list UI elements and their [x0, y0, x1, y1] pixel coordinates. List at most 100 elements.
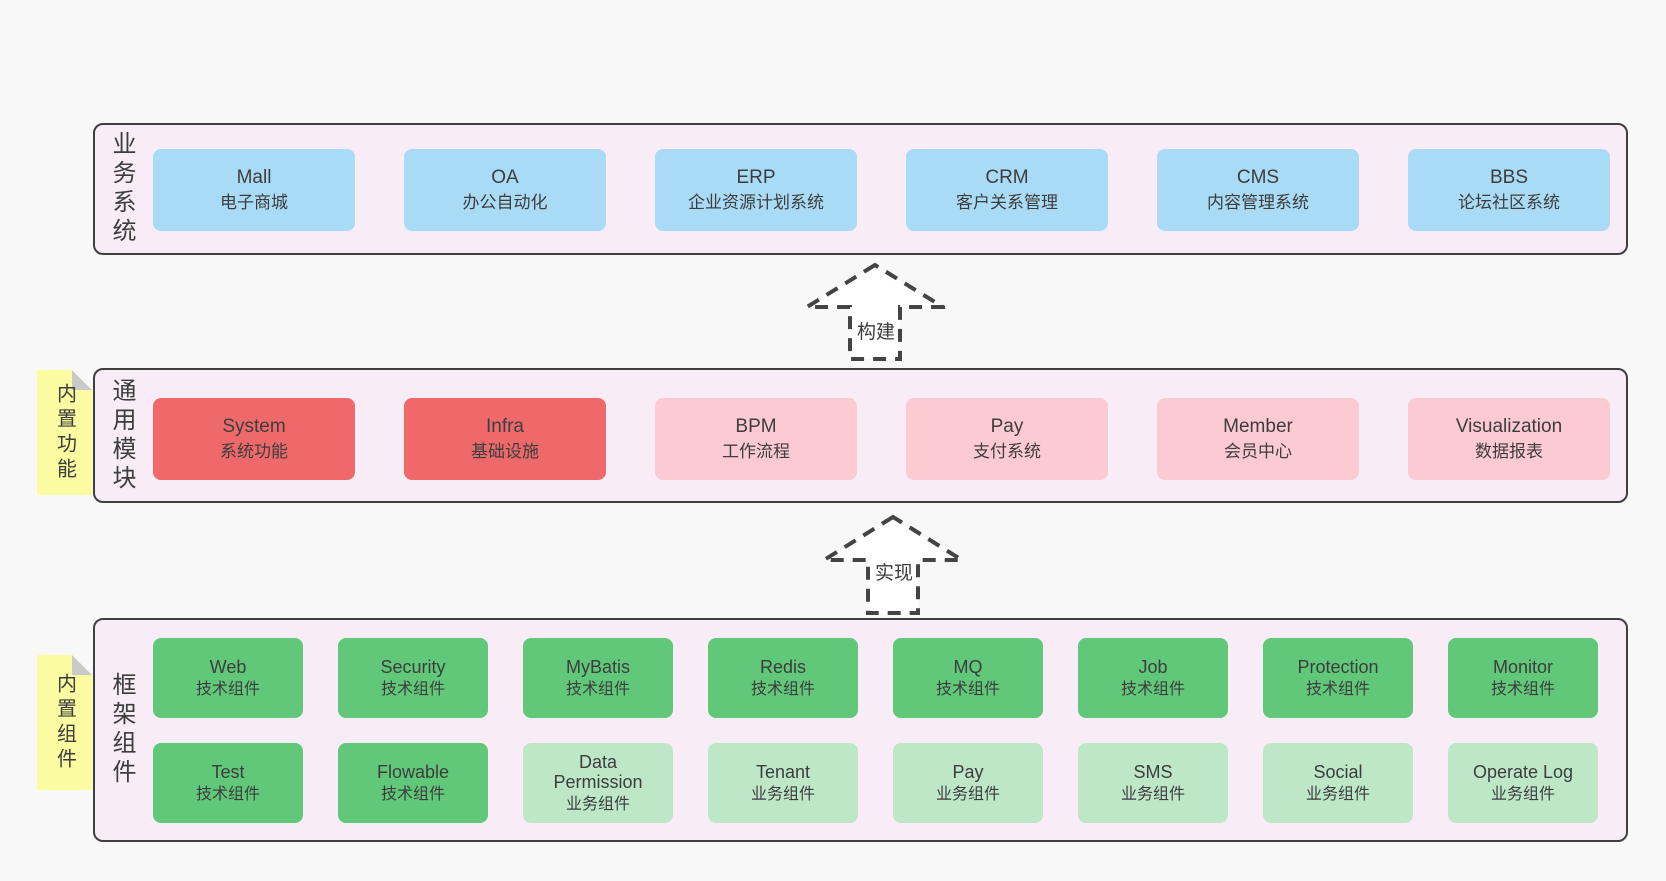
box-title: ERP — [736, 167, 776, 189]
box-redis: Redis 技术组件 — [708, 638, 858, 718]
panel-business-label: 业务系统 — [108, 131, 135, 247]
box-test: Test 技术组件 — [153, 743, 303, 823]
box-title: Test — [211, 761, 245, 782]
box-subtitle: 业务组件 — [565, 795, 630, 813]
framework-box-row-1: Web 技术组件 Security 技术组件 MyBatis 技术组件 Redi… — [153, 638, 1598, 718]
box-title: MQ — [953, 656, 983, 677]
box-security: Security 技术组件 — [338, 638, 488, 718]
box-subtitle: 技术组件 — [1490, 680, 1555, 698]
box-subtitle: 基础设施 — [471, 442, 539, 462]
sticky-tag-built-in-components: 内置组件 — [37, 655, 92, 790]
box-subtitle: 业务组件 — [935, 785, 1000, 803]
box-tenant: Tenant 业务组件 — [708, 743, 858, 823]
box-system: System 系统功能 — [153, 398, 355, 480]
box-title: Visualization — [1455, 416, 1563, 438]
sticky-tag-text: 内置功能 — [53, 382, 76, 483]
box-mq: MQ 技术组件 — [893, 638, 1043, 718]
box-subtitle: 办公自动化 — [462, 193, 548, 213]
box-title: Infra — [485, 416, 525, 438]
box-subtitle: 业务组件 — [1305, 785, 1370, 803]
box-subtitle: 支付系统 — [973, 442, 1041, 462]
box-title: Web — [209, 656, 247, 677]
box-sms: SMS 业务组件 — [1078, 743, 1228, 823]
box-subtitle: 论坛社区系统 — [1458, 193, 1560, 213]
box-subtitle: 技术组件 — [195, 680, 260, 698]
box-title: Tenant — [755, 761, 811, 782]
box-operate-log: Operate Log 业务组件 — [1448, 743, 1598, 823]
business-box-row: Mall 电子商城 OA 办公自动化 ERP 企业资源计划系统 CRM 客户关系… — [153, 149, 1610, 231]
box-crm: CRM 客户关系管理 — [906, 149, 1108, 231]
box-subtitle: 业务组件 — [1490, 785, 1555, 803]
box-title: OA — [491, 167, 519, 189]
box-title: Protection — [1297, 656, 1379, 677]
box-title: Monitor — [1492, 656, 1554, 677]
box-subtitle: 技术组件 — [565, 680, 630, 698]
box-title: Member — [1223, 416, 1293, 438]
box-title: Redis — [759, 656, 807, 677]
box-social: Social 业务组件 — [1263, 743, 1413, 823]
box-mall: Mall 电子商城 — [153, 149, 355, 231]
box-title: Pay — [952, 761, 984, 782]
box-title: CMS — [1236, 167, 1280, 189]
box-member: Member 会员中心 — [1157, 398, 1359, 480]
arrow-implement-label: 实现 — [871, 557, 917, 586]
box-title: Pay — [990, 416, 1024, 438]
box-visualization: Visualization 数据报表 — [1408, 398, 1610, 480]
panel-framework-components: 框架组件 Web 技术组件 Security 技术组件 MyBatis 技术组件… — [93, 618, 1628, 842]
box-oa: OA 办公自动化 — [404, 149, 606, 231]
box-bpm: BPM 工作流程 — [655, 398, 857, 480]
box-title: Operate Log — [1472, 761, 1574, 782]
box-cms: CMS 内容管理系统 — [1157, 149, 1359, 231]
box-flowable: Flowable 技术组件 — [338, 743, 488, 823]
box-subtitle: 客户关系管理 — [956, 193, 1058, 213]
panel-framework-label: 框架组件 — [108, 672, 135, 788]
box-web: Web 技术组件 — [153, 638, 303, 718]
box-title: Job — [1138, 656, 1168, 677]
framework-box-row-2: Test 技术组件 Flowable 技术组件 Data Permission … — [153, 743, 1598, 823]
box-subtitle: 会员中心 — [1224, 442, 1292, 462]
box-subtitle: 技术组件 — [195, 785, 260, 803]
box-title: BBS — [1489, 167, 1529, 189]
box-title: Mall — [236, 167, 272, 189]
box-erp: ERP 企业资源计划系统 — [655, 149, 857, 231]
box-subtitle: 技术组件 — [1305, 680, 1370, 698]
panel-business-systems: 业务系统 Mall 电子商城 OA 办公自动化 ERP 企业资源计划系统 CRM… — [93, 123, 1628, 255]
box-protection: Protection 技术组件 — [1263, 638, 1413, 718]
box-pay-system: Pay 支付系统 — [906, 398, 1108, 480]
box-subtitle: 技术组件 — [380, 680, 445, 698]
box-mybatis: MyBatis 技术组件 — [523, 638, 673, 718]
box-subtitle: 技术组件 — [380, 785, 445, 803]
box-subtitle: 企业资源计划系统 — [688, 193, 824, 213]
sticky-tag-text: 内置组件 — [53, 672, 76, 773]
box-title: MyBatis — [565, 656, 630, 677]
box-bbs: BBS 论坛社区系统 — [1408, 149, 1610, 231]
box-data-permission: Data Permission 业务组件 — [523, 743, 673, 823]
box-infra: Infra 基础设施 — [404, 398, 606, 480]
box-subtitle: 数据报表 — [1475, 442, 1543, 462]
up-arrow-build — [805, 262, 945, 361]
box-title: Flowable — [376, 761, 450, 782]
box-title: Security — [380, 656, 446, 677]
box-subtitle: 工作流程 — [722, 442, 790, 462]
box-title: BPM — [735, 416, 777, 438]
box-subtitle: 系统功能 — [220, 442, 288, 462]
panel-modules-label: 通用模块 — [108, 377, 135, 494]
box-subtitle: 技术组件 — [935, 680, 1000, 698]
box-monitor: Monitor 技术组件 — [1448, 638, 1598, 718]
box-subtitle: 内容管理系统 — [1207, 193, 1309, 213]
arrow-build-label: 构建 — [853, 316, 899, 345]
box-title: Data Permission — [553, 751, 643, 793]
box-subtitle: 业务组件 — [750, 785, 815, 803]
box-job: Job 技术组件 — [1078, 638, 1228, 718]
box-subtitle: 电子商城 — [220, 193, 288, 213]
box-subtitle: 技术组件 — [750, 680, 815, 698]
box-title: System — [222, 416, 286, 438]
panel-common-modules: 通用模块 System 系统功能 Infra 基础设施 BPM 工作流程 Pay… — [93, 368, 1628, 503]
box-subtitle: 技术组件 — [1120, 680, 1185, 698]
box-title: Social — [1313, 761, 1363, 782]
modules-box-row: System 系统功能 Infra 基础设施 BPM 工作流程 Pay 支付系统… — [153, 398, 1610, 480]
box-title: SMS — [1133, 761, 1173, 782]
sticky-tag-built-in-features: 内置功能 — [37, 370, 92, 495]
box-pay-component: Pay 业务组件 — [893, 743, 1043, 823]
